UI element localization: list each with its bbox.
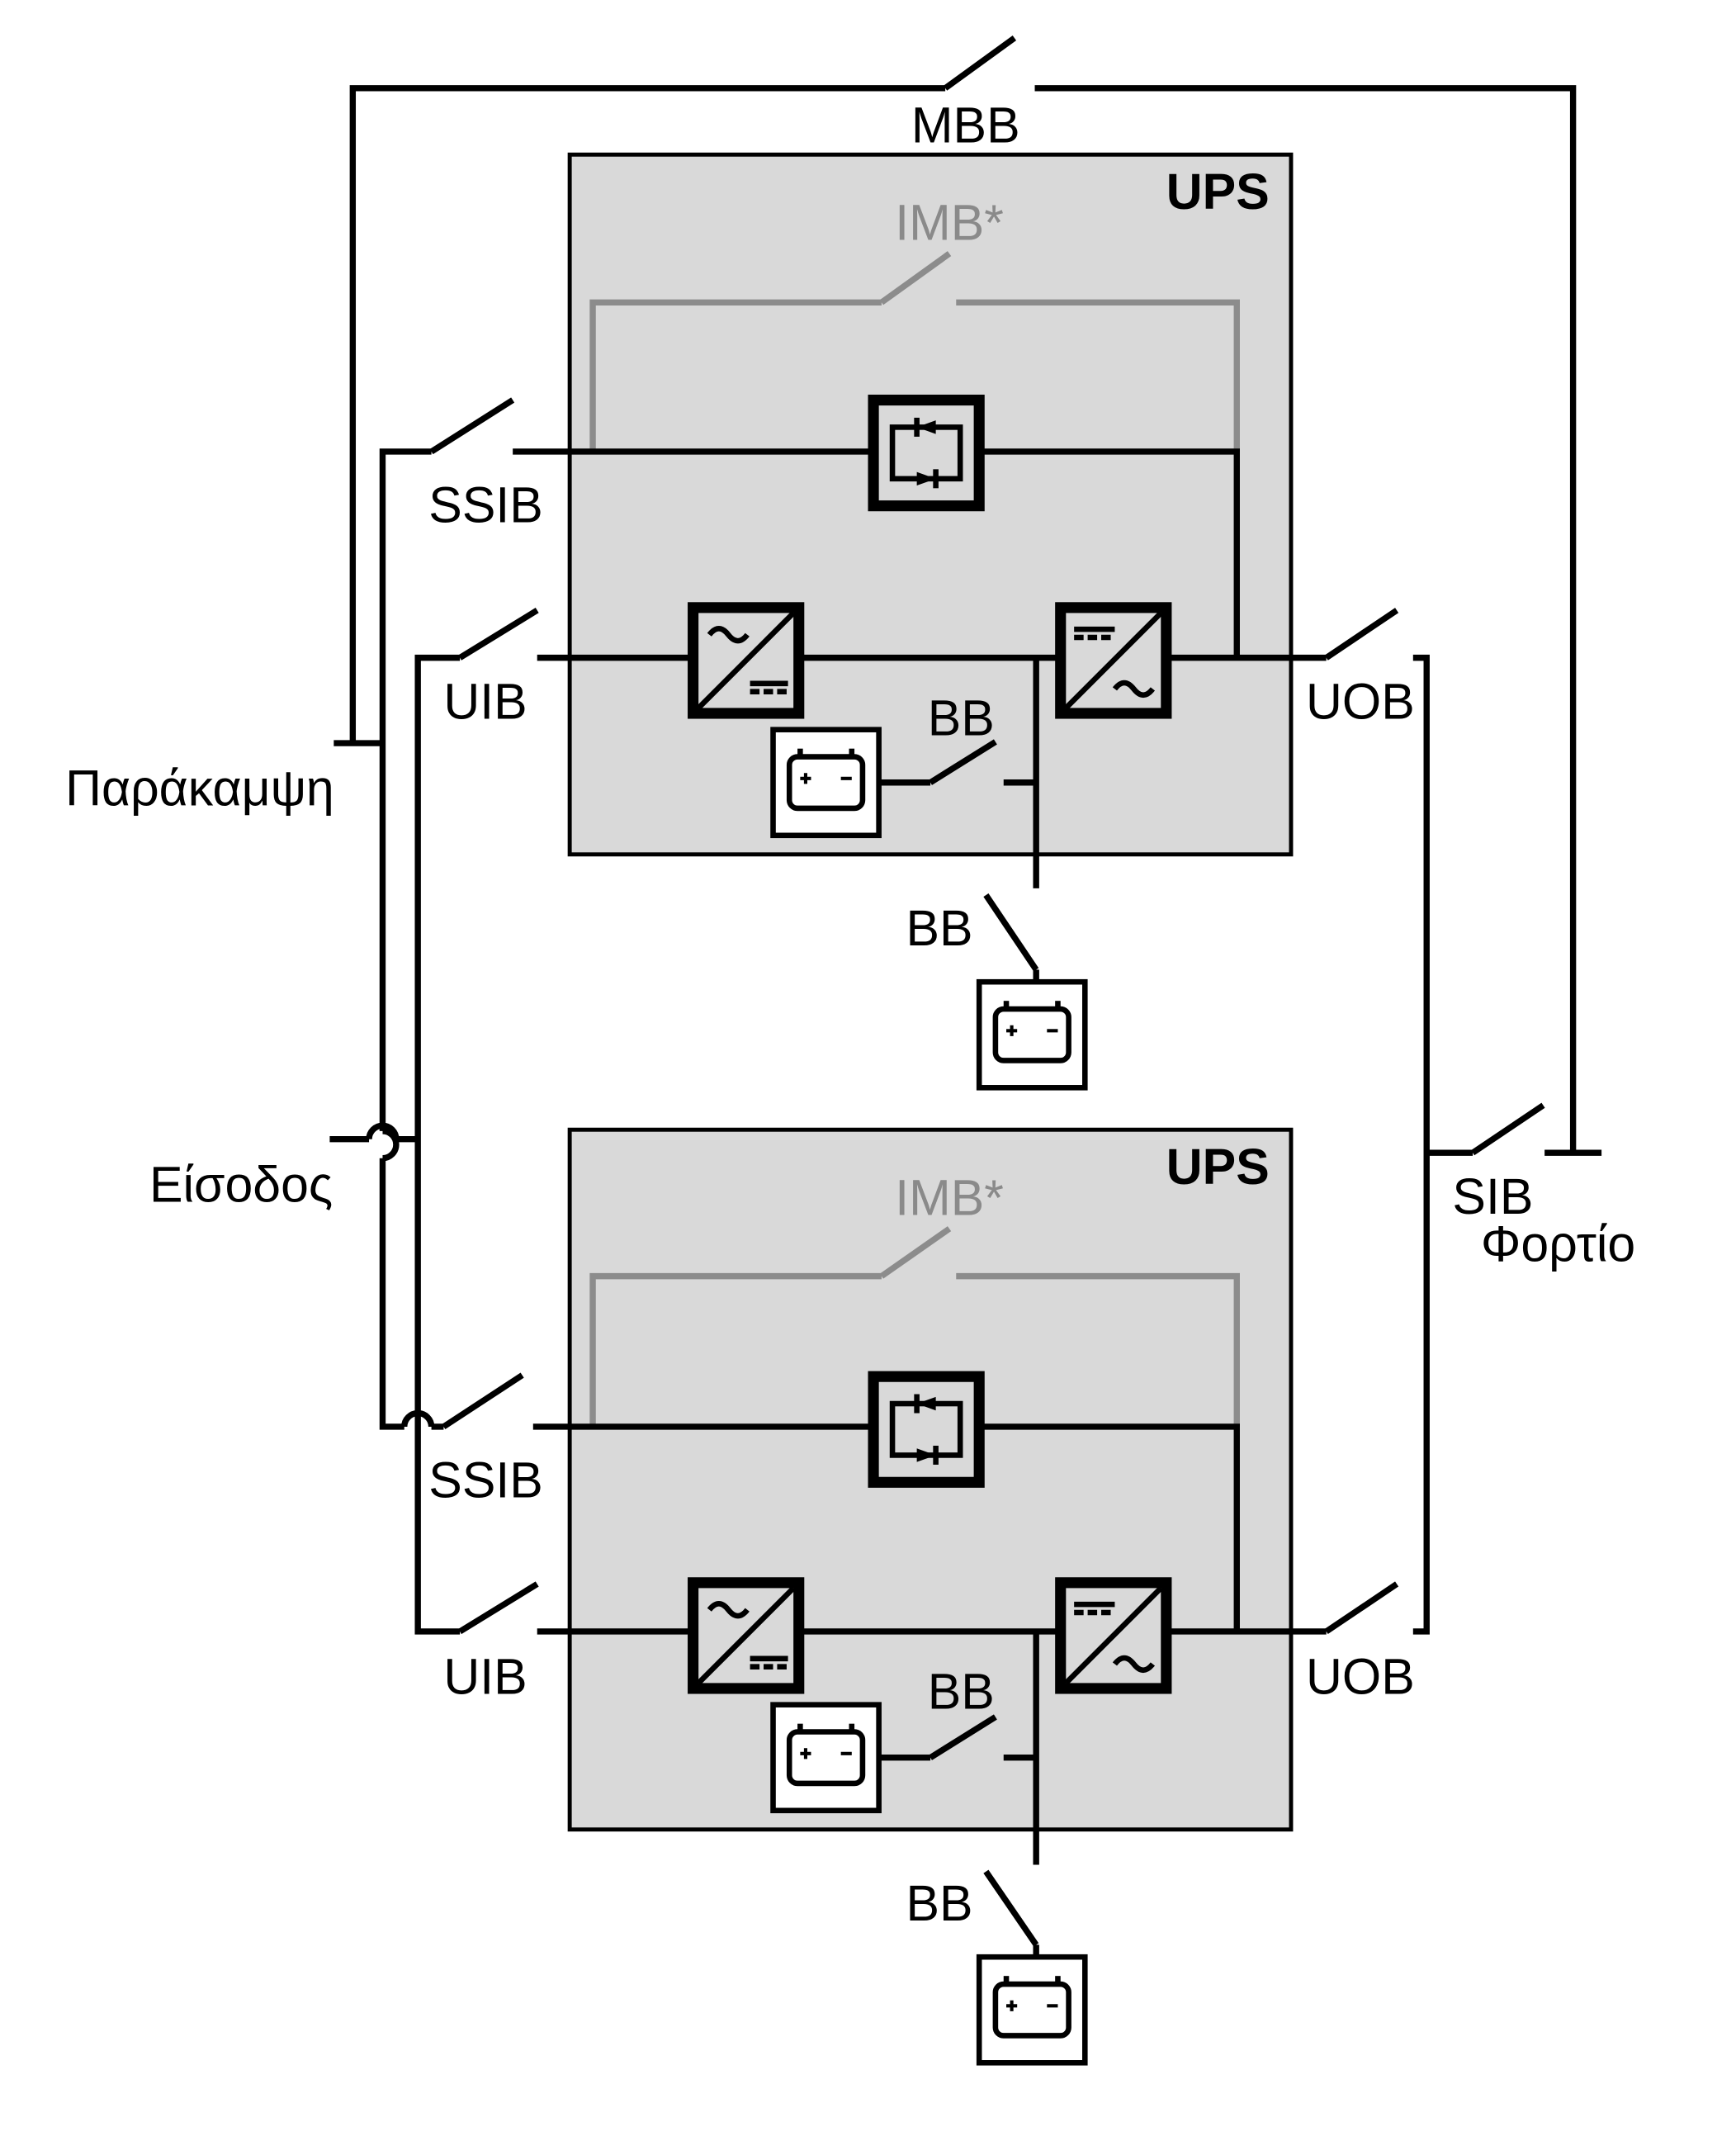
bb-internal-label: BB (928, 689, 995, 746)
ssib-label: SSIB (428, 476, 542, 533)
sib-label: SIB (1452, 1168, 1533, 1224)
rectifier-icon (693, 608, 799, 713)
battery-icon (773, 1705, 879, 1811)
ssib-label: SSIB (428, 1452, 542, 1508)
bb-internal-label: BB (928, 1664, 995, 1720)
uib-label: UIB (443, 1649, 527, 1705)
uob-label: UOB (1306, 1649, 1415, 1705)
ups-unit-2: UPS IMB* SSIB UIB UOB BB BB (428, 1127, 1415, 2063)
static-bypass-icon (873, 1376, 979, 1482)
bypass-label: Παράκαμψη (65, 760, 334, 817)
ups-title: UPS (1166, 163, 1270, 220)
static-bypass-icon (873, 400, 979, 506)
bb-external-label: BB (906, 900, 972, 956)
ups-title: UPS (1166, 1139, 1270, 1195)
imb-label: IMB* (895, 1170, 1004, 1226)
inverter-icon (1061, 608, 1166, 713)
imb-label: IMB* (895, 195, 1004, 251)
uob-label: UOB (1306, 674, 1415, 730)
battery-icon (773, 730, 879, 836)
uib-label: UIB (443, 674, 527, 730)
mbb-label: MBB (911, 97, 1020, 153)
external-battery-icon (979, 982, 1085, 1087)
system-wiring (329, 35, 1602, 1635)
inverter-icon (1061, 1583, 1166, 1688)
rectifier-icon (693, 1583, 799, 1688)
external-battery-icon (979, 1957, 1085, 2063)
load-label: Φορτίο (1481, 1216, 1635, 1272)
bb-external-label: BB (906, 1875, 972, 1931)
input-label: Είσοδος (149, 1156, 333, 1212)
ups-unit-1: UPS IMB* SSIB UIB UOB BB BB (428, 152, 1415, 1087)
